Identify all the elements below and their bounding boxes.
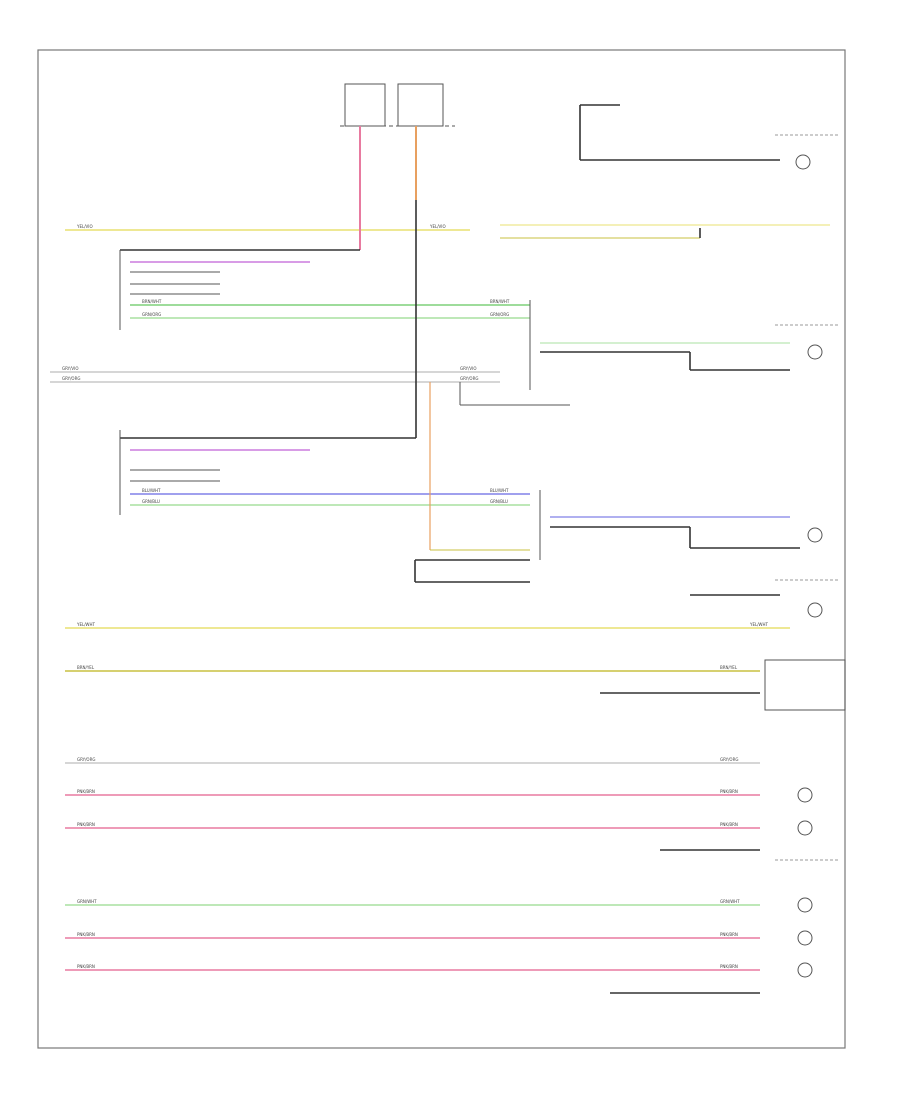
wire-label-right: PNK/BRN [720, 932, 738, 937]
wire-label-left: BRN/YEL [77, 665, 95, 670]
wire-label-right: BRN/WHT [490, 299, 510, 304]
wire-label-right: BRN/YEL [720, 665, 738, 670]
lamp-icon [797, 820, 813, 836]
wire-layer: YEL/VIO YEL/VIO BRN/WHT BRN/WHT GRN/ORG GRN/O… [50, 224, 790, 971]
lamp-icon [795, 154, 811, 170]
wire-label-left: PNK/BRN [77, 789, 95, 794]
lamp-icon [797, 930, 813, 946]
diagram-frame [37, 49, 846, 1049]
module-box [764, 659, 846, 711]
lamp-icon [797, 897, 813, 913]
mirror-branch-middle [459, 300, 790, 406]
wire-label-right: GRY/ORG [460, 376, 478, 381]
wire-label-left: PNK/BRN [77, 964, 95, 969]
lamp-icon [797, 787, 813, 803]
wire-label-right: GRN/BLU [490, 499, 508, 504]
lamp-grounds [600, 692, 760, 994]
wire-label-left: GRN/BLU [142, 499, 160, 504]
wire-label-left: GRY/ORG [77, 757, 95, 762]
wire-label-left: PNK/BRN [77, 822, 95, 827]
lamp-icon [807, 344, 823, 360]
wire-label-left: GRY/ORG [62, 376, 80, 381]
wire-label-right: YEL/WHT [749, 622, 769, 627]
wire-label-right: PNK/BRN [720, 964, 738, 969]
wire-label-right: YEL/VIO [429, 224, 446, 229]
fuse-block-right [120, 83, 444, 439]
wire-label-left: BRN/WHT [142, 299, 162, 304]
wire-label-right: GRN/ORG [490, 312, 509, 317]
wire-label-left: YEL/WHT [76, 622, 96, 627]
wire-label-right: PNK/BRN [720, 822, 738, 827]
wire-label-left: PNK/BRN [77, 932, 95, 937]
lamp-icon [797, 962, 813, 978]
passenger-door-connector [119, 430, 310, 515]
lamp-icon [807, 602, 823, 618]
wire-label-right: BLU/WHT [490, 488, 509, 493]
driver-door-connector [119, 250, 310, 330]
wire-label-left: BLU/WHT [142, 488, 161, 493]
wire-label-right: PNK/BRN [720, 789, 738, 794]
fuse-block-left [120, 83, 386, 251]
wire-label-left: GRN/ORG [142, 312, 161, 317]
wire-label-left: YEL/VIO [76, 224, 93, 229]
wire-label-right: GRN/WHT [720, 899, 740, 904]
wire-label-left: GRN/WHT [77, 899, 97, 904]
wire-label-left: GRY/VIO [62, 366, 78, 371]
lamp-icon [807, 527, 823, 543]
mirror-branch-upper [500, 104, 830, 239]
mirror-branch-lower [414, 382, 800, 596]
wire-label-right: GRY/ORG [720, 757, 738, 762]
wire-label-right: GRY/VIO [460, 366, 476, 371]
